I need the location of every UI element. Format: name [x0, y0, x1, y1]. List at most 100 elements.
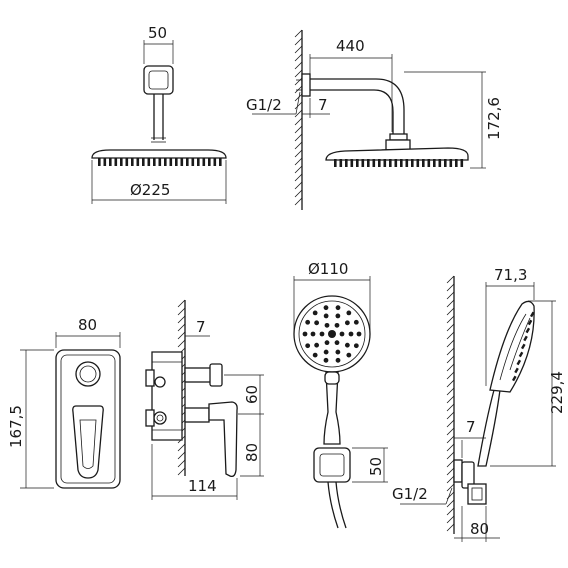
nozzle — [518, 351, 524, 358]
nozzle — [142, 158, 145, 166]
hand-shower-handle — [323, 371, 341, 445]
wall-hatch-line — [446, 283, 455, 292]
wall-hatch-line — [294, 157, 303, 166]
wall-hatch-line — [294, 149, 303, 158]
dim-hand-side-height: 229,4 — [548, 371, 566, 414]
wall-hatch-line — [446, 411, 455, 420]
wall-hatch-line — [446, 347, 455, 356]
dim-valve-lower: 80 — [243, 443, 261, 462]
hand-shower-holder — [313, 447, 351, 483]
wall-hatch-line — [177, 467, 186, 476]
nozzle — [335, 305, 341, 311]
nozzle — [312, 310, 318, 316]
nozzle — [114, 158, 118, 166]
head-side-view: 440 172,6 G1/2 7 — [246, 29, 503, 210]
valve-side-view: 7 60 80 114 — [145, 299, 264, 500]
wall-hatch-line — [294, 45, 303, 54]
dim-arm-height: 172,6 — [485, 97, 503, 140]
wall-hatch-line — [446, 507, 455, 516]
wall-hatch-line — [446, 363, 455, 372]
nozzle — [405, 159, 409, 167]
head-nozzles — [98, 158, 222, 166]
nozzle — [314, 342, 320, 348]
nozzle — [191, 158, 195, 166]
head-plate — [91, 149, 227, 159]
nozzle — [147, 158, 151, 166]
head-front-view: 50 Ø225 — [91, 24, 227, 204]
nozzle — [305, 343, 311, 349]
nozzle — [514, 367, 519, 374]
nozzle — [346, 352, 352, 358]
nozzle — [383, 159, 387, 167]
wall-hatch-line — [294, 101, 303, 110]
nozzle — [335, 349, 341, 355]
nozzle — [302, 331, 308, 337]
wall-hatch-line — [446, 395, 455, 404]
valve-body — [151, 351, 183, 441]
wall-flange — [301, 73, 311, 97]
wall-hatch-line — [177, 451, 186, 460]
nozzle — [324, 340, 330, 346]
nozzle — [153, 158, 156, 166]
nozzle — [136, 158, 140, 166]
wall-hatch-line — [446, 387, 455, 396]
wall-hatch-line — [446, 483, 455, 492]
nozzle — [367, 159, 370, 167]
nozzle — [324, 322, 330, 328]
nozzle — [334, 159, 337, 167]
nozzle — [356, 159, 359, 167]
dim-hand-holder: 50 — [367, 457, 385, 476]
wall-hatch-line — [294, 93, 303, 102]
nozzle — [433, 159, 436, 167]
nozzle — [164, 158, 167, 166]
wall-hatch-line — [294, 85, 303, 94]
nozzle — [208, 158, 211, 166]
wall-hatch-line — [446, 523, 455, 532]
nozzle — [186, 158, 189, 166]
nozzle — [125, 158, 129, 166]
nozzle — [314, 320, 320, 326]
nozzle — [319, 331, 325, 337]
wall-hatch-line — [294, 117, 303, 126]
hand-shower-side-head — [489, 300, 535, 393]
wall-hatch-line — [294, 29, 303, 38]
wall-hatch-line — [294, 133, 303, 142]
nozzle — [400, 159, 403, 167]
nozzle — [512, 375, 517, 382]
nozzle — [411, 159, 414, 167]
wall-hatch-line — [177, 443, 186, 452]
nozzle — [516, 359, 522, 366]
nozzle — [219, 158, 222, 166]
nozzle — [323, 313, 329, 319]
nozzle — [372, 159, 376, 167]
nozzle — [334, 340, 340, 346]
nozzle — [323, 357, 329, 363]
nozzle — [120, 158, 123, 166]
dim-arm-length: 440 — [336, 37, 365, 55]
nozzle — [310, 331, 316, 337]
nozzle — [378, 159, 381, 167]
wall-hatch-line — [446, 307, 455, 316]
dim-head-bracket-width: 50 — [148, 24, 167, 42]
wall-hatch-line — [294, 53, 303, 62]
wall-hatch-line — [177, 299, 186, 308]
dim-valve-depth: 114 — [188, 477, 217, 495]
nozzle — [305, 319, 311, 325]
wall-hatch-line — [446, 379, 455, 388]
wall-hatch-line — [177, 323, 186, 332]
wall-hatch-line — [446, 299, 455, 308]
nozzle — [444, 159, 447, 167]
nozzle — [339, 331, 345, 337]
wall-hatch-line — [446, 291, 455, 300]
wall-hatch-line — [446, 459, 455, 468]
wall-hatch-line — [294, 109, 303, 118]
dim-arm-thread: G1/2 — [246, 96, 282, 114]
nozzle — [521, 343, 526, 350]
wall-hatch-line — [446, 427, 455, 436]
nozzle — [180, 158, 184, 166]
nozzle — [353, 343, 359, 349]
nozzle — [158, 158, 162, 166]
wall-hatch-line — [446, 499, 455, 508]
dim-hand-side-width: 71,3 — [494, 266, 527, 284]
